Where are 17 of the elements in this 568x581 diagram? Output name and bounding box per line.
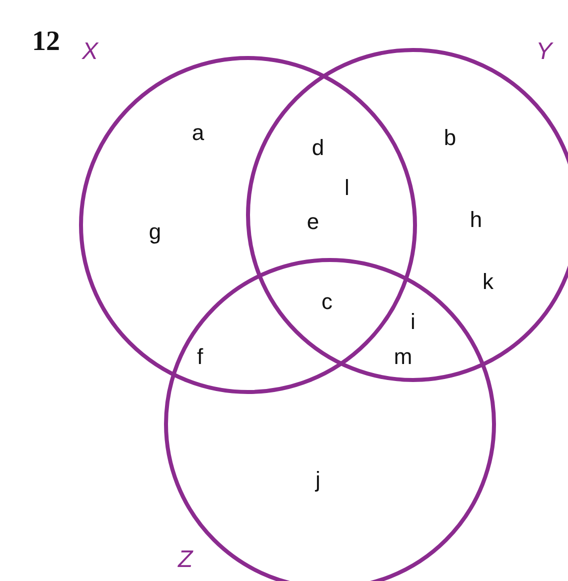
element-label: m	[394, 346, 412, 368]
element-label: g	[148, 221, 162, 243]
set-name: Z	[178, 548, 193, 572]
element-label: f	[196, 346, 204, 368]
element-label: e	[306, 211, 320, 233]
question-number: 12	[32, 28, 60, 56]
element-label: b	[444, 127, 456, 149]
element-label: k	[482, 271, 494, 293]
element-label: a	[192, 122, 204, 144]
element-label: d	[312, 137, 324, 159]
element-label: j	[316, 469, 320, 491]
element-label: h	[470, 209, 482, 231]
element-label: c	[322, 291, 332, 313]
set-name: X	[82, 40, 98, 64]
element-label: l	[344, 177, 350, 199]
set-name: Y	[536, 40, 552, 64]
element-label: i	[410, 311, 416, 333]
